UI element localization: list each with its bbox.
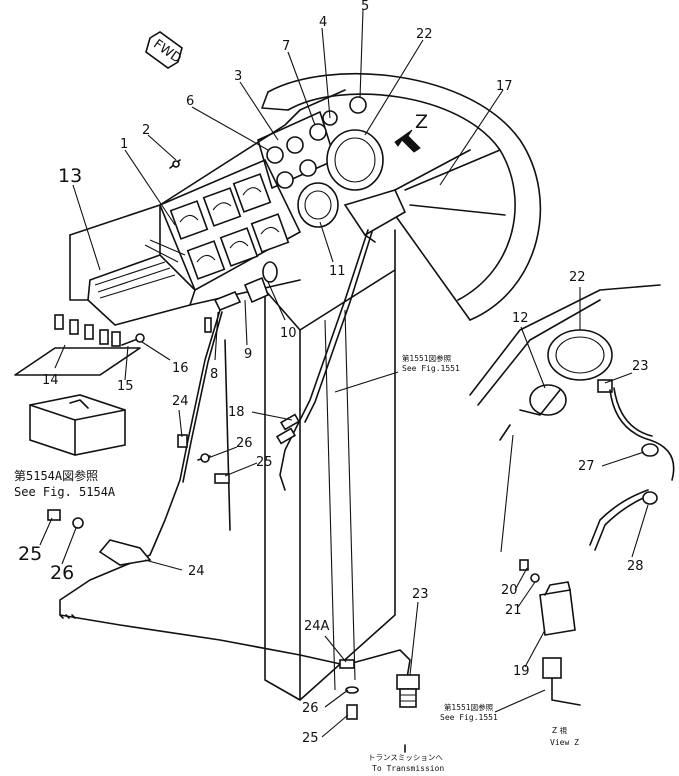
callout-8: 8 [210,367,218,382]
callout-numbers: 1 2 3 4 5 6 7 8 9 10 11 12 13 14 15 16 1… [18,0,649,746]
z-view-arrow: Z [394,111,428,153]
callout-20: 20 [501,583,518,598]
ref-fig1551-top-jp: 第1551図参照 [402,353,452,363]
callout-24a: 24A [304,619,330,634]
callout-18: 18 [228,405,245,420]
ref-fig5154-en: See Fig. 5154A [14,485,116,499]
fuses-and-screws [14,159,181,376]
small-parts [47,261,278,529]
ref-fig1551-top-en: See Fig.1551 [402,364,460,373]
callout-26-bottom: 26 [302,701,319,716]
relay-box [29,394,126,456]
callout-5: 5 [361,0,369,14]
fwd-tag: FWD [145,31,184,69]
reference-captions: 第1551図参照 See Fig.1551 第5154A図参照 See Fig.… [14,353,579,773]
harness-24 [59,309,411,691]
callout-9: 9 [244,347,252,362]
large-gauges [297,96,384,228]
callout-23-view: 23 [632,359,649,374]
callout-7: 7 [282,39,290,54]
callout-13: 13 [58,165,82,187]
key-switch-area [343,149,471,243]
callout-15: 15 [117,379,134,394]
callout-22-view: 22 [569,270,586,285]
callout-24-upper: 24 [172,394,189,409]
bottom-connector [345,674,420,720]
view-z-detail [469,284,675,706]
steering-wheel [261,72,542,321]
harness-18 [275,229,373,491]
callout-22-top: 22 [416,27,433,42]
callout-17: 17 [496,79,513,94]
callout-19: 19 [513,664,530,679]
view-z-jp: Z 視 [552,726,568,735]
callout-26-mid: 26 [236,436,253,451]
callout-14: 14 [42,373,59,388]
callout-25-bottom: 25 [302,731,319,746]
callout-25-mid: 25 [256,455,273,470]
callout-12: 12 [512,311,529,326]
ref-transmission-jp: トランスミッションへ [368,753,443,762]
callout-24-lower: 24 [188,564,205,579]
ref-fig1551-bottom-jp: 第1551図参照 [444,702,494,712]
callout-28: 28 [627,559,644,574]
callout-25-left: 25 [18,543,42,565]
ref-transmission-en: To Transmission [372,764,444,773]
dashboard-console [69,89,396,701]
ref-fig5154-jp: 第5154A図参照 [14,468,98,483]
callout-4: 4 [319,15,327,30]
view-z-en: View Z [550,738,579,747]
callout-2: 2 [142,123,150,138]
callout-16: 16 [172,361,189,376]
callout-6: 6 [186,94,194,109]
callout-23-bottom: 23 [412,587,429,602]
callout-11: 11 [329,264,346,279]
callout-3: 3 [234,69,242,84]
callout-26-left: 26 [50,562,74,584]
callout-21: 21 [505,603,522,618]
gauge-panel [158,158,302,292]
ref-fig1551-bottom-en: See Fig.1551 [440,713,498,722]
z-marker: Z [415,111,428,133]
leader-lines [39,9,649,738]
callout-27: 27 [578,459,595,474]
fuse-box [87,239,196,326]
callout-1: 1 [120,137,128,152]
callout-10: 10 [280,326,297,341]
